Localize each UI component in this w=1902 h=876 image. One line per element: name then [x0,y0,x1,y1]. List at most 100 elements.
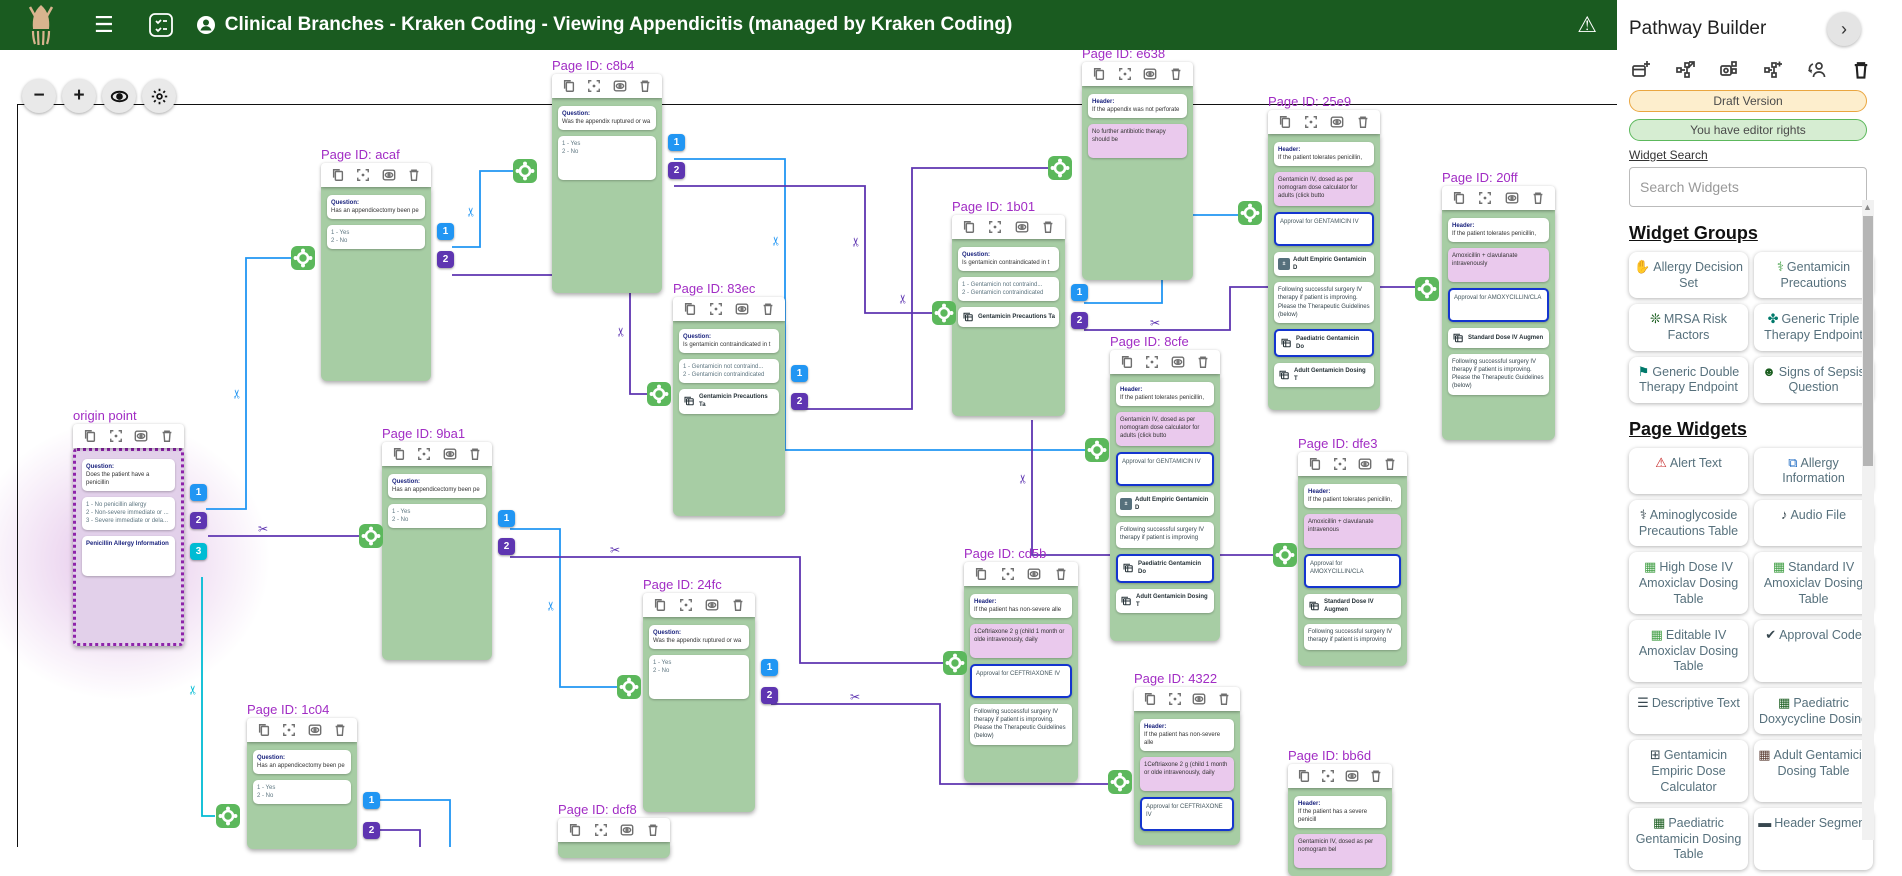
approval-widget[interactable]: Approval for GENTAMICIN IV [1116,452,1214,487]
expand-button[interactable] [1168,692,1182,706]
delete-button[interactable] [1369,769,1383,783]
page-widget-card[interactable]: ▦Paediatric Gentamicin Dosing Table [1629,808,1748,870]
delete-button[interactable] [646,823,660,837]
preview-button[interactable] [308,723,322,737]
delete-button[interactable] [160,429,174,443]
question-widget[interactable]: Question:Was the appendix ruptured or wa [558,106,656,131]
delete-button[interactable] [1041,220,1055,234]
preview-button[interactable] [134,429,148,443]
answer-handle-1[interactable]: 1 [190,484,207,501]
expand-button[interactable] [679,598,693,612]
answer-handle-2[interactable]: 2 [761,687,778,704]
page-card-4322[interactable]: Page ID: 4322 Header:If the patient has … [1134,671,1240,845]
expand-button[interactable] [356,168,370,182]
therapy-text-widget[interactable]: Gentamicin IV, dosed as per nomogram bel [1294,834,1386,869]
page-card-9ba1[interactable]: Page ID: 9ba1 Question:Has an appendicec… [382,426,515,660]
preview-button[interactable] [382,168,396,182]
answer-handle-2[interactable]: 2 [190,512,207,529]
approval-widget[interactable]: Approval for AMOXYCILLIN/CLA [1448,288,1549,323]
paediatric-dosing-widget[interactable]: Paediatric Gentamicin Do [1274,328,1374,357]
expand-button[interactable] [1118,67,1132,81]
question-widget[interactable]: Question:Has an appendicectomy been pe [327,195,425,220]
expand-button[interactable] [282,723,296,737]
expand-button[interactable] [1478,191,1492,205]
expand-button[interactable] [709,302,723,316]
therapy-text-widget[interactable]: Gentamicin IV, dosed as per nomogram dos… [1116,412,1214,447]
question-widget[interactable]: Question:Has an appendicectomy been pe [388,474,486,499]
page-card-20ff[interactable]: Page ID: 20ff Header:If the patient tole… [1442,170,1555,440]
note-widget[interactable]: Following successful surgery IV therapy … [1274,282,1374,323]
allergy-info-widget[interactable]: Penicillin Allergy Information [82,535,175,576]
duplicate-button[interactable] [974,567,988,581]
page-card-c8b4[interactable]: Page ID: c8b4 Question:Was the appendix … [552,58,685,293]
pathway-canvas[interactable]: ✂ ✂ ✂ ✂ ✂ ✂ ✂ ✂ ✂ ✂ ✂ ✂ ✂ ✂ − + origin p… [0,0,1617,876]
preview-button[interactable] [1143,67,1157,81]
widget-group-card[interactable]: ⚕Gentamicin Precautions [1754,252,1873,299]
input-connector-83ec[interactable] [647,382,671,406]
header-widget[interactable]: Header:If the patient has non-severe all… [1140,719,1234,752]
note-widget[interactable]: Following successful surgery IV therapy … [1448,354,1549,395]
input-connector-1c04[interactable] [216,804,240,828]
preview-button[interactable] [1358,457,1372,471]
widget-group-card[interactable]: ✤Generic Triple Therapy Endpoint [1754,304,1873,351]
preview-button[interactable] [1171,355,1185,369]
delete-button[interactable] [1169,67,1183,81]
duplicate-button[interactable] [1143,692,1157,706]
answer-handle-2[interactable]: 2 [668,162,685,179]
delete-button[interactable] [468,447,482,461]
header-widget[interactable]: Header:If the patient tolerates penicill… [1116,382,1214,407]
expand-button[interactable] [417,447,431,461]
header-widget[interactable]: Header:If the patient has non-severe all… [970,594,1072,619]
expand-button[interactable] [1145,355,1159,369]
duplicate-button[interactable] [1092,67,1106,81]
widget-group-card[interactable]: ❊MRSA Risk Factors [1629,304,1748,351]
page-widget-card[interactable]: ♪Audio File [1754,500,1873,547]
page-card-8cfe[interactable]: Page ID: 8cfe Header:If the patient tole… [1110,334,1220,641]
therapy-text-widget[interactable]: Amoxicillin + clavulanate intravenously [1448,248,1549,283]
page-card-24fc[interactable]: Page ID: 24fc Question:Was the appendix … [643,577,778,812]
settings-gear-button[interactable] [142,79,176,113]
preview-button[interactable] [620,823,634,837]
expand-button[interactable] [988,220,1002,234]
page-widget-card[interactable]: ⧉Allergy Information [1754,447,1873,494]
delete-button[interactable] [638,79,652,93]
answer-handle-1[interactable]: 1 [761,659,778,676]
duplicate-button[interactable] [1297,769,1311,783]
delete-button[interactable] [407,168,421,182]
page-card-1b01[interactable]: Page ID: 1b01 Question:Is gentamicin con… [952,199,1088,416]
page-widget-card[interactable]: ⚕Aminoglycoside Precautions Table [1629,500,1748,547]
note-widget[interactable]: Following successful surgery IV therapy … [1304,624,1401,651]
header-widget[interactable]: Header:If the appendix was not perforate [1088,94,1187,119]
expand-button[interactable] [1001,567,1015,581]
delete-button[interactable] [1531,191,1545,205]
duplicate-button[interactable] [83,429,97,443]
duplicate-button[interactable] [331,168,345,182]
page-card-83ec[interactable]: Page ID: 83ec Question:Is gentamicin con… [673,281,808,516]
input-connector-acaf[interactable] [291,246,315,270]
answer-handle-1[interactable]: 1 [437,223,454,240]
header-widget[interactable]: Header:If the patient tolerates penicill… [1448,218,1549,243]
question-widget[interactable]: Question:Was the appendix ruptured or wa [649,625,749,650]
preview-button[interactable] [613,79,627,93]
header-widget[interactable]: Header:If the patient tolerates penicill… [1274,142,1374,167]
page-widget-card[interactable]: ⚠Alert Text [1629,447,1748,494]
input-connector-cd5b[interactable] [943,651,967,675]
input-connector-20ff[interactable] [1415,277,1439,301]
question-widget[interactable]: Question:Has an appendicectomy been pe [253,750,351,775]
duplicate-button[interactable] [683,302,697,316]
preview-button[interactable] [735,302,749,316]
input-connector-25e9[interactable] [1238,201,1262,225]
expand-button[interactable] [1333,457,1347,471]
collapse-panel-button[interactable]: › [1827,12,1861,46]
duplicate-button[interactable] [1278,115,1292,129]
widget-group-card[interactable]: ☻Signs of Sepsis Question [1754,356,1873,403]
input-connector-24fc[interactable] [617,675,641,699]
page-card-acaf[interactable]: Page ID: acaf Question:Has an appendicec… [321,147,454,381]
link-pages-icon[interactable] [1675,60,1695,80]
input-connector-1b01[interactable] [932,301,956,325]
scroll-up-icon[interactable]: ▲ [1863,202,1872,212]
